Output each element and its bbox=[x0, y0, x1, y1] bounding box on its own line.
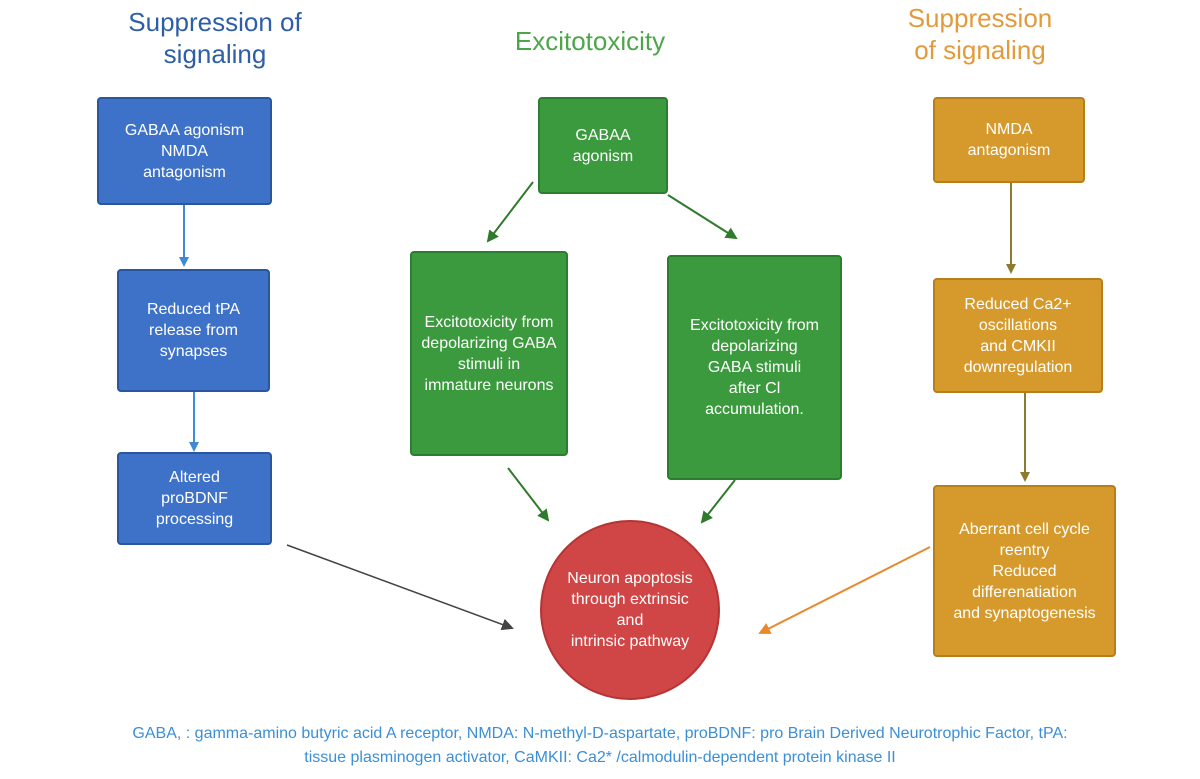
arrow-gabaa-to-immature bbox=[486, 181, 534, 243]
circle-neuron-apoptosis-label: Neuron apoptosis through extrinsic and i… bbox=[567, 570, 693, 650]
box-gabaa-agonism-label: GABAA agonism bbox=[572, 126, 634, 165]
footnote-line-2: tissue plasminogen activator, CaMKII: Ca… bbox=[304, 749, 896, 766]
box-reduced-tpa: Reduced tPA release from synapses bbox=[117, 269, 270, 392]
footnote-abbreviations: GABA, : gamma-amino butyric acid A recep… bbox=[0, 722, 1200, 770]
title-suppression-left: Suppression of signaling bbox=[128, 7, 302, 69]
box-excito-immature: Excitotoxicity from depolarizing GABA st… bbox=[410, 251, 568, 456]
arrow-cl-to-apoptosis bbox=[700, 479, 736, 524]
box-excito-cl-label: Excitotoxicity from depolarizing GABA st… bbox=[690, 317, 819, 418]
box-nmda-antagonism-label: NMDA antagonism bbox=[967, 121, 1051, 159]
box-gabaa-nmda-label: GABAA agonism NMDA antagonism bbox=[124, 121, 245, 181]
box-excito-immature-label: Excitotoxicity from depolarizing GABA st… bbox=[421, 313, 557, 394]
box-excito-cl: Excitotoxicity from depolarizing GABA st… bbox=[667, 255, 842, 480]
circle-neuron-apoptosis: Neuron apoptosis through extrinsic and i… bbox=[540, 520, 720, 700]
box-reduced-tpa-label: Reduced tPA release from synapses bbox=[146, 301, 241, 360]
box-aberrant-cell-cycle-label: Aberrant cell cycle reentry Reduced diff… bbox=[953, 520, 1096, 622]
box-reduced-ca-label: Reduced Ca2+ oscillations and CMKII down… bbox=[963, 295, 1073, 376]
box-reduced-ca: Reduced Ca2+ oscillations and CMKII down… bbox=[933, 278, 1103, 393]
box-altered-probdnf-label: Altered proBDNF processing bbox=[155, 469, 234, 528]
title-suppression-right: Suppression of signaling bbox=[907, 3, 1053, 65]
box-gabaa-agonism: GABAA agonism bbox=[538, 97, 668, 194]
arrow-aberrant-to-apoptosis bbox=[758, 546, 931, 634]
arrow-gabaa-to-cl bbox=[667, 194, 738, 240]
arrow-probdnf-to-apoptosis bbox=[286, 544, 514, 631]
box-aberrant-cell-cycle: Aberrant cell cycle reentry Reduced diff… bbox=[933, 485, 1116, 657]
title-excitotoxicity: Excitotoxicity bbox=[514, 26, 666, 56]
box-altered-probdnf: Altered proBDNF processing bbox=[117, 452, 272, 545]
footnote-line-1: GABA, : gamma-amino butyric acid A recep… bbox=[132, 725, 1068, 742]
box-nmda-antagonism: NMDA antagonism bbox=[933, 97, 1085, 183]
arrow-immature-to-apoptosis bbox=[507, 467, 550, 522]
box-gabaa-nmda: GABAA agonism NMDA antagonism bbox=[97, 97, 272, 205]
